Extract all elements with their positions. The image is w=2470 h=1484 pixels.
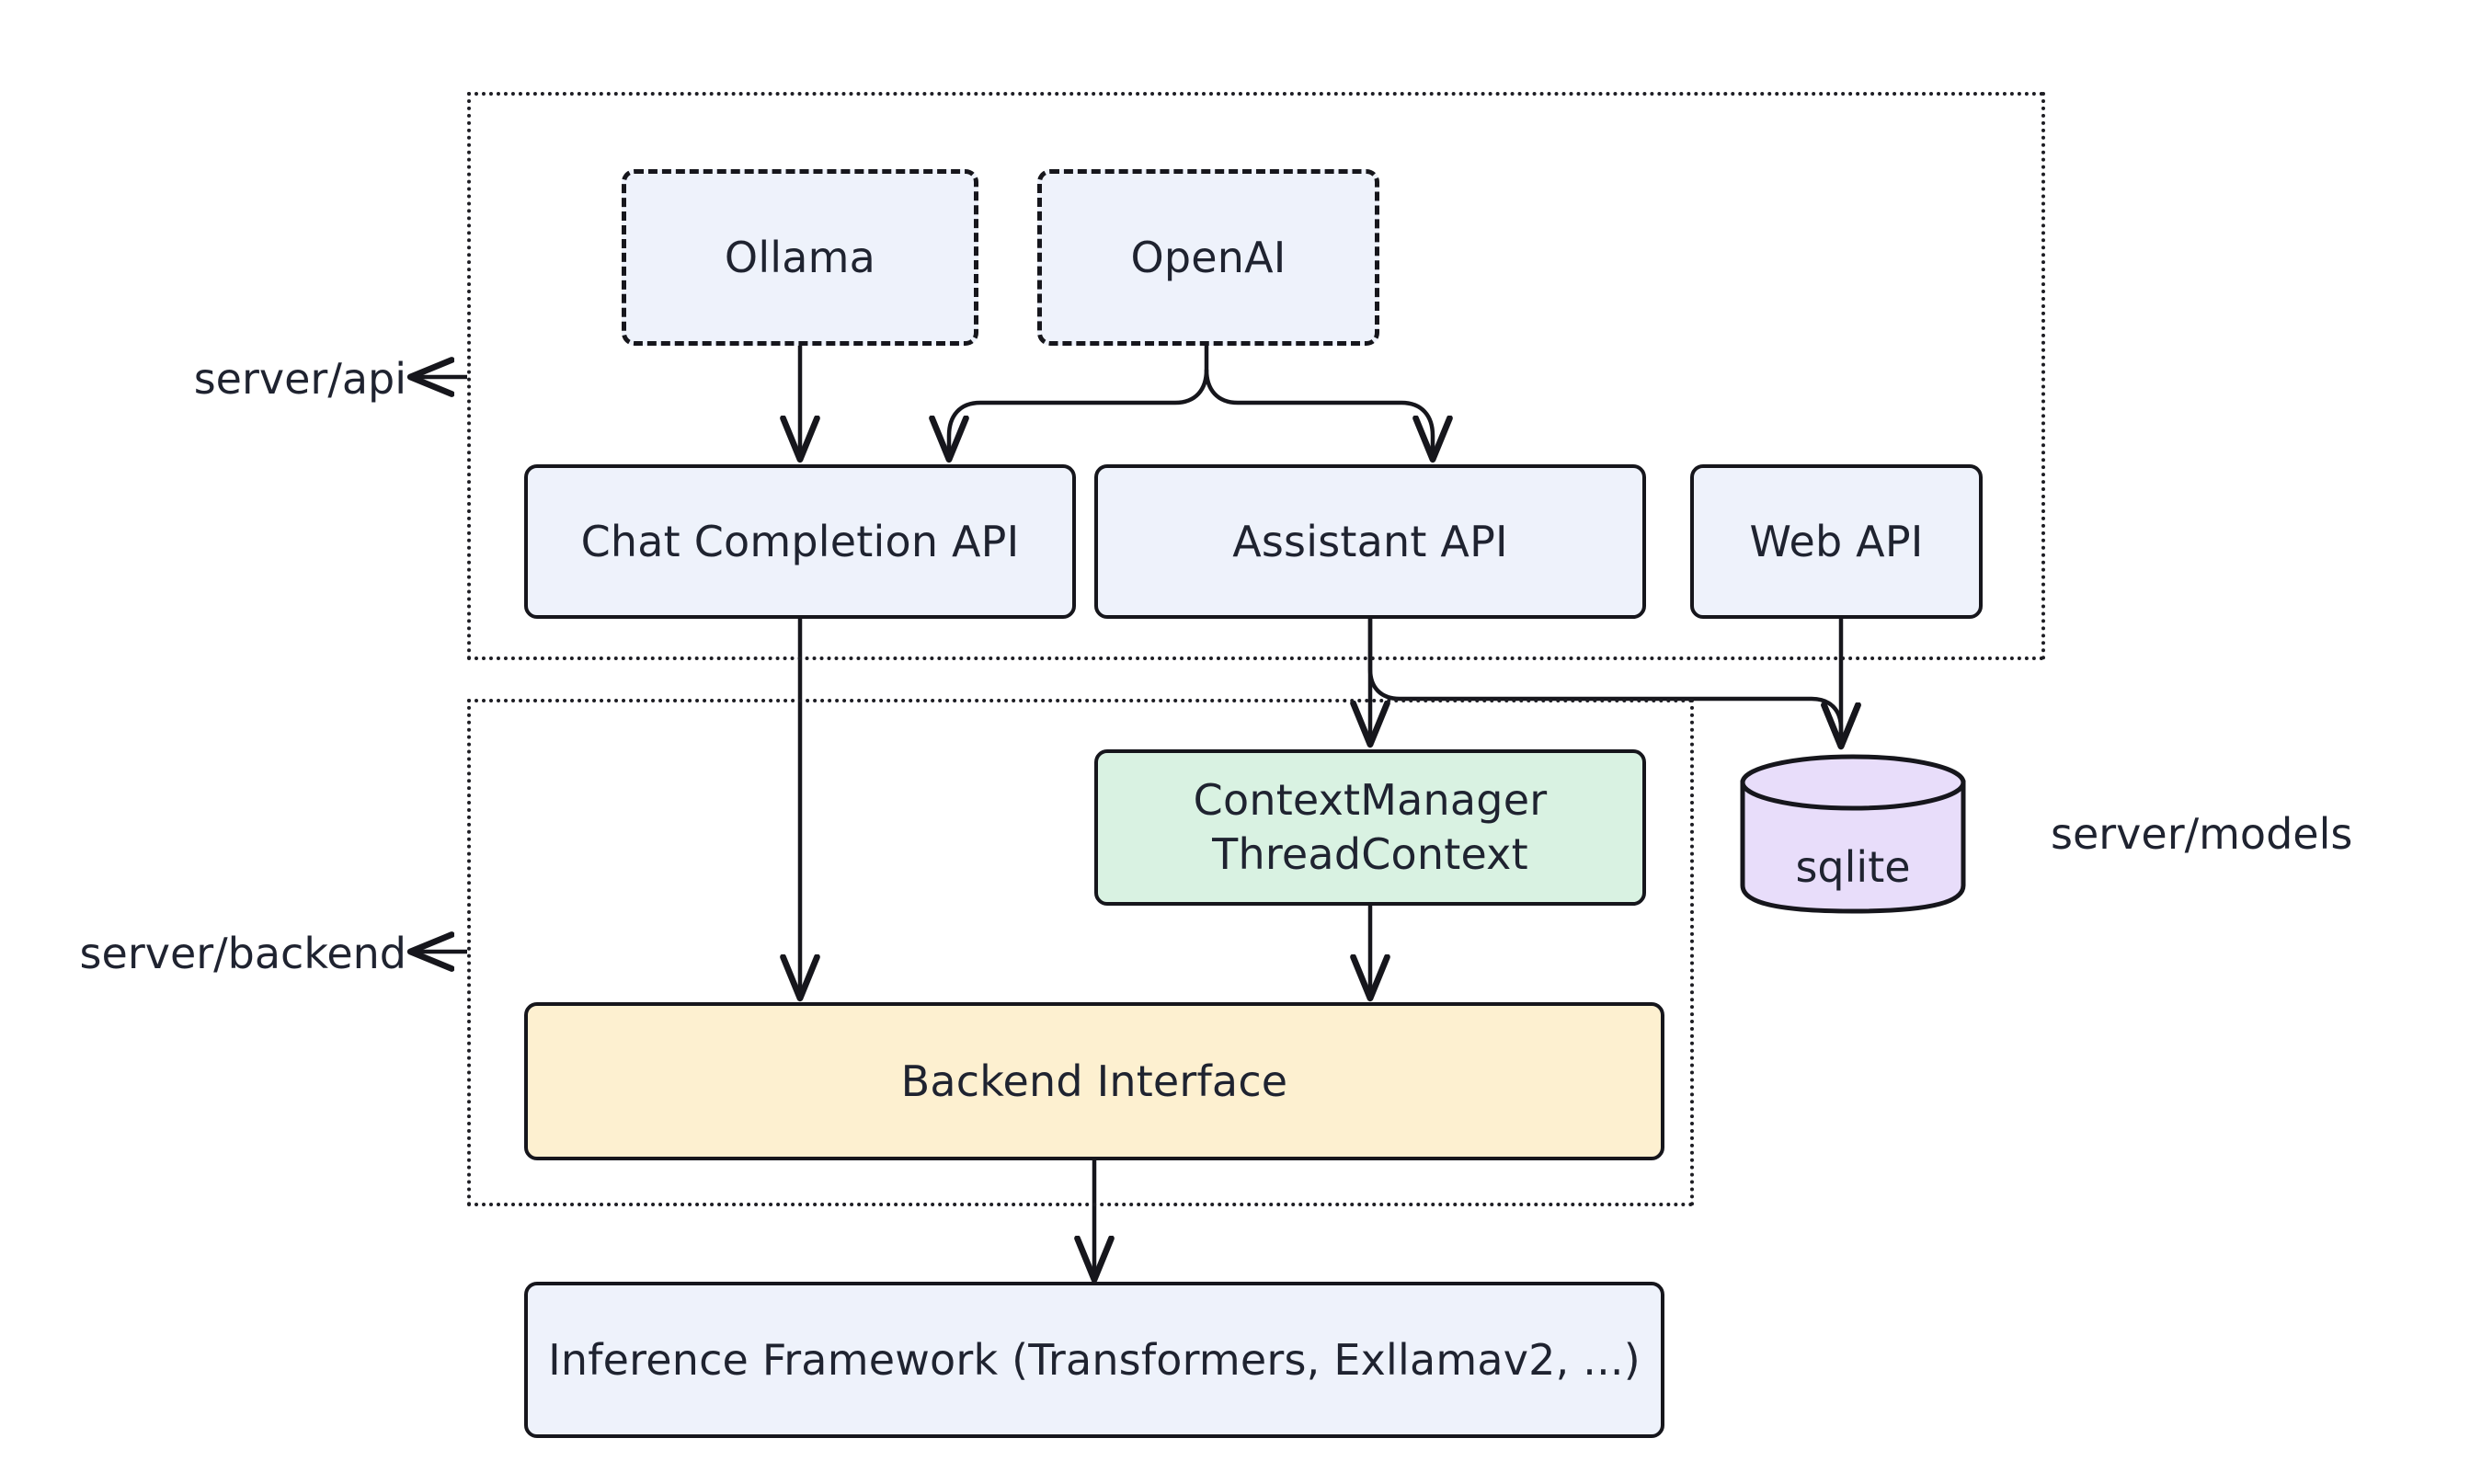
node-context-manager-label-line-1: ContextManager (1193, 775, 1548, 826)
node-chat-completion-api[interactable]: Chat Completion API (524, 464, 1076, 619)
annotation-server-backend-label: server/backend (79, 929, 406, 978)
annotation-server-models: server/models (2051, 809, 2352, 859)
node-openai[interactable]: OpenAI (1037, 169, 1379, 346)
node-ollama-label: Ollama (724, 232, 876, 282)
annotation-server-api-label: server/api (193, 354, 406, 404)
node-sqlite-label: sqlite (1795, 842, 1911, 892)
node-sqlite[interactable]: sqlite (1738, 752, 1968, 916)
annotation-server-backend: server/backend (0, 929, 406, 978)
node-inference-framework[interactable]: Inference Framework (Transformers, Exlla… (524, 1282, 1664, 1438)
group-server-api (467, 92, 2045, 660)
node-ollama[interactable]: Ollama (622, 169, 978, 346)
node-assistant-api[interactable]: Assistant API (1094, 464, 1646, 619)
group-server-backend (467, 699, 1694, 1206)
node-web-api[interactable]: Web API (1690, 464, 1983, 619)
node-assistant-api-label: Assistant API (1232, 516, 1508, 566)
cylinder-icon (1740, 754, 1966, 914)
node-backend-interface-label: Backend Interface (900, 1056, 1288, 1106)
node-context-manager[interactable]: ContextManager ThreadContext (1094, 749, 1646, 906)
node-context-manager-label-line-2: ThreadContext (1212, 829, 1528, 879)
node-backend-interface[interactable]: Backend Interface (524, 1002, 1664, 1160)
node-chat-completion-api-label: Chat Completion API (580, 516, 1020, 566)
node-web-api-label: Web API (1749, 516, 1924, 566)
annotation-server-models-label: server/models (2051, 809, 2353, 859)
node-inference-framework-label: Inference Framework (Transformers, Exlla… (548, 1334, 1641, 1385)
annotation-server-api: server/api (0, 354, 406, 404)
node-openai-label: OpenAI (1130, 232, 1286, 282)
